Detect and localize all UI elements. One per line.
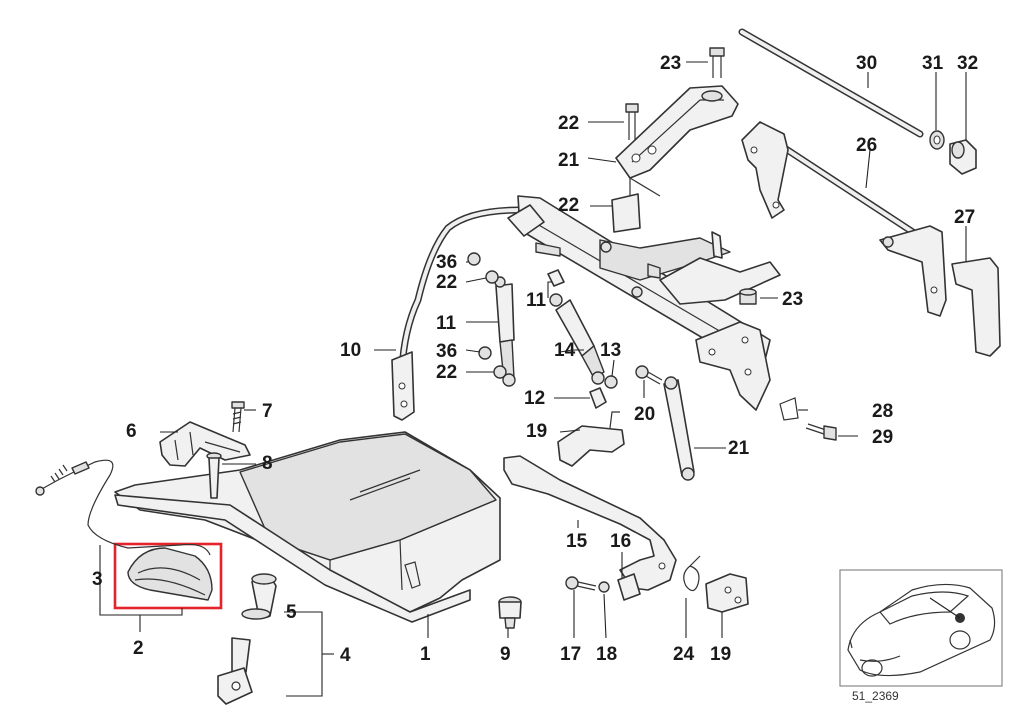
washer-22-lower[interactable] [493, 365, 507, 379]
vehicle-location-inset: 51_2369 [839, 569, 1003, 703]
label-30: 27 [954, 207, 975, 228]
lever-15[interactable] [503, 455, 677, 591]
nut-36-upper[interactable] [467, 252, 481, 266]
plate-19-lower[interactable] [705, 573, 749, 613]
highlight-box [113, 542, 223, 610]
label-29: 26 [856, 135, 877, 156]
cap-35[interactable] [949, 139, 977, 175]
label-36-upper: 36 [436, 252, 457, 273]
label-4: 4 [340, 645, 351, 666]
label-24: 24 [673, 644, 695, 665]
bolt-17[interactable] [565, 576, 597, 591]
frame-29[interactable] [741, 121, 947, 317]
bracket-19-upper[interactable] [557, 411, 625, 467]
washer-13[interactable] [604, 375, 618, 389]
clip-12-upper[interactable] [547, 269, 565, 287]
label-32: 29 [872, 427, 893, 448]
screw-7[interactable] [231, 401, 245, 433]
nut-36-lower[interactable] [478, 346, 492, 360]
label-31: 28 [872, 401, 893, 422]
release-cable[interactable] [35, 459, 211, 556]
clip-27[interactable] [611, 176, 661, 233]
bolt-32[interactable] [805, 423, 837, 441]
label-18: 18 [596, 644, 617, 665]
label-1: 1 [420, 644, 431, 665]
label-36-lower: 36 [436, 341, 457, 362]
label-19-lower: 19 [710, 644, 731, 665]
clip-12-lower[interactable] [589, 387, 607, 409]
bolt-20[interactable] [635, 365, 663, 385]
cover-30[interactable] [951, 257, 1001, 357]
lock-cylinder-5[interactable] [241, 573, 277, 620]
label-16: 16 [610, 531, 631, 552]
stud-23[interactable] [739, 288, 757, 305]
spring-clip-31[interactable] [779, 397, 799, 421]
handle-part[interactable] [127, 547, 213, 601]
clip-16[interactable] [617, 573, 641, 601]
pin-8[interactable] [206, 452, 222, 499]
label-10: 10 [340, 340, 361, 361]
label-27: 22 [558, 195, 579, 216]
label-25: 21 [558, 150, 580, 171]
leader-lines [99, 61, 967, 697]
label-17: 17 [560, 644, 581, 665]
label-13: 13 [600, 340, 621, 361]
rod-33[interactable] [738, 28, 924, 138]
bracket-6[interactable] [159, 421, 251, 467]
label-12-lower: 12 [524, 388, 545, 409]
bump-stop-9[interactable] [498, 596, 522, 629]
cross-member[interactable] [507, 195, 781, 411]
label-14: 14 [554, 340, 576, 361]
label-33: 30 [856, 53, 877, 74]
label-5: 5 [286, 602, 297, 623]
reference-code: 51_2369 [852, 689, 899, 703]
label-8: 8 [262, 453, 273, 474]
washer-34[interactable] [929, 130, 945, 150]
washer-22-upper[interactable] [485, 270, 499, 284]
label-23: 23 [782, 289, 803, 310]
label-20: 20 [634, 404, 655, 425]
label-22-lower: 22 [436, 362, 457, 383]
label-12-upper: 11 [526, 290, 547, 311]
label-9: 9 [500, 644, 511, 665]
label-22-upper: 22 [436, 272, 457, 293]
link-21[interactable] [663, 376, 695, 481]
label-2: 2 [133, 638, 144, 659]
label-6: 6 [126, 421, 137, 442]
support-rod-10[interactable] [391, 206, 524, 421]
label-19-upper: 19 [526, 421, 547, 442]
key-4[interactable] [217, 637, 253, 705]
gas-strut-14[interactable] [549, 293, 605, 385]
washer-18[interactable] [598, 581, 610, 593]
screw-26[interactable] [625, 103, 639, 140]
screw-28[interactable] [709, 47, 725, 78]
label-11: 11 [436, 313, 457, 334]
spring-24[interactable] [683, 555, 701, 592]
label-7: 7 [262, 401, 273, 422]
callout-labels: 23 30 31 32 22 26 21 22 27 36 22 23 11 1… [92, 53, 978, 666]
label-34: 31 [922, 53, 944, 74]
label-21: 21 [728, 438, 750, 459]
label-26: 22 [558, 113, 579, 134]
label-28: 23 [660, 53, 681, 74]
label-35: 32 [957, 53, 978, 74]
label-15: 15 [566, 531, 588, 552]
label-3: 3 [92, 569, 103, 590]
mount-bracket-25[interactable] [615, 85, 739, 179]
